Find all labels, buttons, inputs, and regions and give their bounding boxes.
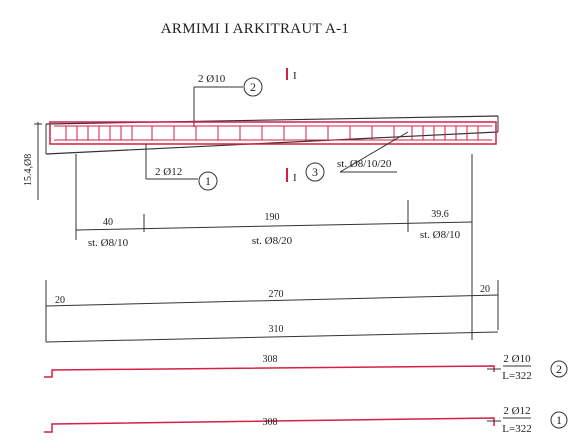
beam-elevation bbox=[45, 115, 499, 155]
zone-spec-left: st. Ø8/10 bbox=[88, 237, 129, 249]
stirrup-lines bbox=[65, 126, 479, 140]
support-right-length: 20 bbox=[480, 284, 490, 295]
bottom-bars-label: 2 Ø12 bbox=[155, 166, 182, 178]
bar-1-diameter: 2 Ø10 bbox=[503, 353, 531, 365]
span-length: 270 bbox=[269, 289, 284, 300]
zone-spec-middle: st. Ø8/20 bbox=[252, 235, 293, 247]
bar-1-length: 308 bbox=[263, 354, 278, 365]
bar-schedule-row-2: 308 2 Ø12 L=322 1 bbox=[44, 405, 568, 435]
bar-2-length: 308 bbox=[263, 417, 278, 428]
zone-length-middle: 190 bbox=[265, 212, 280, 223]
top-bars-label: 2 Ø10 bbox=[198, 73, 226, 85]
zone-spec-right: st. Ø8/10 bbox=[420, 229, 461, 241]
height-dimension: 15.4,Ø8 bbox=[23, 122, 42, 200]
total-length-dimension: 310 bbox=[45, 324, 499, 343]
bar-2-mark: 1 bbox=[556, 413, 562, 427]
zone-length-left: 40 bbox=[103, 217, 113, 228]
support-dimensions: 20 270 20 bbox=[45, 280, 499, 342]
section-mark-top: I bbox=[293, 70, 297, 82]
bar-2-diameter: 2 Ø12 bbox=[503, 405, 530, 417]
drawing-title: ARMIMI I ARKITRAUT A-1 bbox=[161, 21, 349, 37]
height-dimension-label: 15.4,Ø8 bbox=[23, 154, 34, 186]
stirrups-callout: 3 st. Ø8/10/20 bbox=[305, 131, 409, 182]
bar-1-mark: 2 bbox=[556, 362, 562, 376]
bar-2-total-length: L=322 bbox=[502, 423, 531, 435]
top-bars-callout: 2 Ø10 2 bbox=[193, 73, 263, 127]
zone-length-right: 39.6 bbox=[431, 209, 449, 220]
support-left-length: 20 bbox=[55, 295, 65, 306]
bar-1-total-length: L=322 bbox=[502, 370, 531, 382]
stirrup-zone-dimensions: 40 190 39.6 st. Ø8/10 st. Ø8/20 st. Ø8/1… bbox=[75, 154, 473, 340]
stirrups-label: st. Ø8/10/20 bbox=[337, 158, 392, 170]
stirrups-mark: 3 bbox=[312, 165, 318, 179]
section-cut-marker-top: I bbox=[286, 68, 297, 82]
section-mark-bottom: I bbox=[293, 172, 297, 184]
bottom-bars-callout: 2 Ø12 1 bbox=[145, 144, 218, 191]
bottom-bars-mark: 1 bbox=[205, 174, 211, 188]
top-bars-mark: 2 bbox=[250, 80, 256, 94]
section-cut-marker-bottom: I bbox=[286, 168, 297, 184]
total-length-label: 310 bbox=[269, 324, 284, 335]
bar-schedule-row-1: 308 2 Ø10 L=322 2 bbox=[44, 353, 568, 382]
